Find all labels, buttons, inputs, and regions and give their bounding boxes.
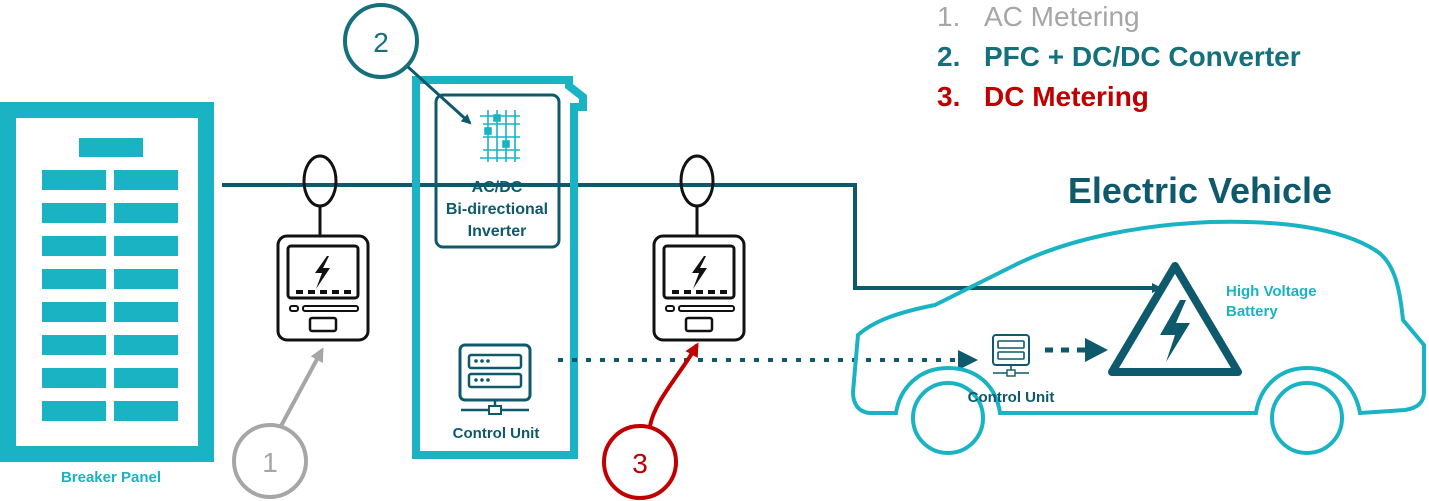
inverter-label-line1: AC/DC [472, 179, 523, 196]
electric-vehicle: Electric Vehicle High Voltage Battery Co… [850, 170, 1426, 501]
callout-1: 1 [232, 347, 324, 499]
lightning-icon [1160, 300, 1190, 362]
lightning-icon [315, 256, 330, 289]
ac-meter-body [276, 234, 370, 342]
comm-arrowhead [958, 350, 978, 370]
inverter-label-line3: Inverter [468, 223, 527, 240]
vehicle-rear-wheel [1270, 381, 1344, 455]
vehicle-outline [850, 219, 1426, 416]
legend-item-3-number: 3. [937, 81, 960, 112]
callout-1-number: 1 [262, 447, 278, 478]
legend-item-1-number: 1. [937, 1, 960, 32]
callout-3: 3 [602, 342, 699, 500]
dc-meter-body [652, 234, 746, 342]
breaker-panel-label: Breaker Panel [61, 469, 161, 486]
ac-current-sensor-icon [302, 154, 338, 208]
legend-item-2-label: PFC + DC/DC Converter [984, 41, 1301, 72]
vehicle-control-unit-label: Control Unit [968, 389, 1055, 406]
legend: 1. AC Metering 2. PFC + DC/DC Converter … [937, 1, 1301, 112]
callout-2: 2 [343, 3, 472, 125]
ac-meter [276, 154, 370, 342]
high-voltage-warning-icon [1108, 262, 1242, 376]
lightning-icon [692, 256, 707, 289]
breaker-panel: Breaker Panel [0, 102, 214, 486]
battery-label-line1: High Voltage [1226, 283, 1317, 300]
dc-current-sensor-icon [679, 154, 715, 208]
legend-item-3-label: DC Metering [984, 81, 1149, 112]
charger-control-unit-icon [458, 343, 532, 415]
legend-item-2-number: 2. [937, 41, 960, 72]
power-line [222, 183, 1162, 293]
charger-frame [412, 76, 587, 459]
dc-meter [652, 154, 746, 342]
battery-label-line2: Battery [1226, 303, 1278, 320]
inverter-label-line2: Bi-directional [446, 201, 548, 218]
inverter-box [434, 93, 561, 249]
breaker-slots [42, 170, 178, 421]
vehicle-title: Electric Vehicle [1068, 170, 1332, 211]
comm-arrowhead [1085, 338, 1108, 362]
breaker-panel-header-slot [79, 138, 143, 157]
charger-enclosure: AC/DC Bi-directional Inverter Control Un… [412, 76, 587, 459]
charger-control-unit-label: Control Unit [453, 425, 540, 442]
legend-item-1-label: AC Metering [984, 1, 1140, 32]
vehicle-front-wheel [911, 381, 985, 455]
breaker-panel-frame [0, 102, 214, 462]
vehicle-control-unit-icon [992, 334, 1030, 377]
callout-3-number: 3 [632, 448, 648, 479]
callout-2-number: 2 [373, 27, 389, 58]
circuit-icon [480, 110, 520, 162]
